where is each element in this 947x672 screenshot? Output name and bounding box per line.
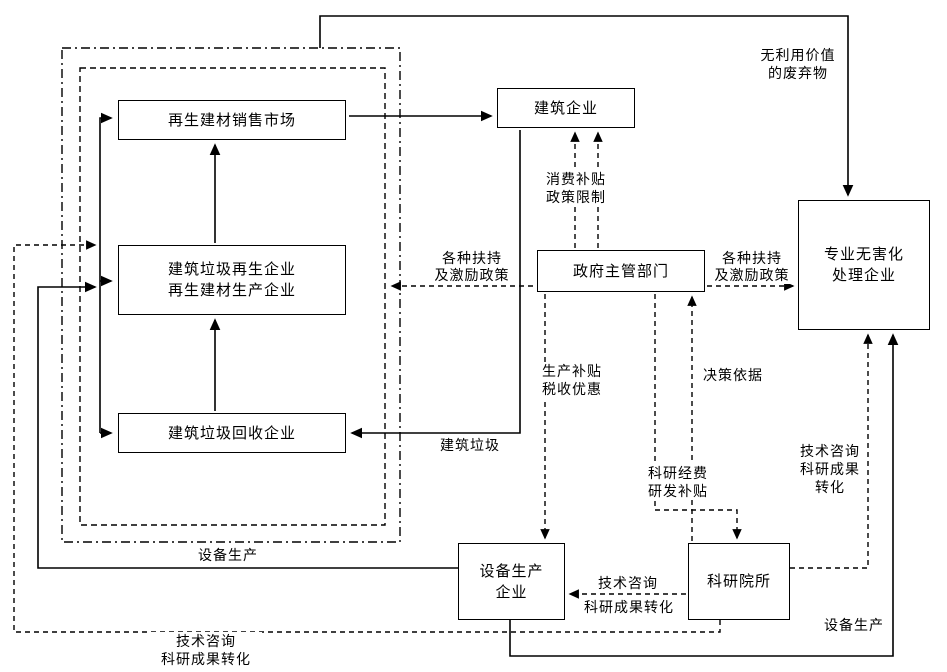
inner-system-boundary: [79, 67, 386, 526]
node-recycler-label-1: 建筑垃圾再生企业: [167, 261, 296, 278]
node-recovery-enterprise: 建筑垃圾回收企业: [118, 413, 346, 453]
label-production-subsidy: 生产补贴 税收优惠: [530, 362, 614, 398]
node-recycler-label-2: 再生建材生产企业: [167, 282, 296, 299]
node-treatment-label-1: 专业无害化: [823, 246, 904, 263]
label-consumption-subsidy: 消费补贴 政策限制: [534, 170, 618, 206]
node-recovery-label: 建筑垃圾回收企业: [167, 424, 296, 442]
node-treatment-label-2: 处理企业: [831, 267, 896, 284]
label-tech-transfer-right: 技术咨询 科研成果 转化: [797, 442, 863, 496]
node-government: 政府主管部门: [537, 250, 705, 292]
label-research-fund: 科研经费 研发补贴: [638, 464, 718, 500]
label-equipment-supply-right: 设备生产: [820, 616, 888, 634]
edge-equipment-supply-right: [509, 333, 899, 657]
node-construction-enterprise: 建筑企业: [497, 88, 635, 128]
node-equipment-enterprise: 设备生产 企业: [458, 543, 565, 620]
node-construction-label: 建筑企业: [533, 99, 598, 117]
node-government-label: 政府主管部门: [572, 262, 669, 280]
node-equipment-label-2: 企业: [495, 583, 528, 601]
label-useless-waste: 无利用价值 的废弃物: [750, 46, 846, 82]
edge-useless-waste: [319, 15, 854, 197]
edge-research-fund: [654, 294, 742, 540]
node-recycler-enterprise: 建筑垃圾再生企业 再生建材生产企业: [118, 245, 346, 315]
label-tech-transfer-mid-2: 科研成果转化: [584, 599, 674, 615]
edge-equipment-supply-left: [37, 281, 458, 569]
edge-construction-waste: [350, 130, 521, 439]
outer-system-boundary: [61, 47, 401, 543]
node-research-label: 科研院所: [706, 573, 771, 590]
node-equipment-label-1: 设备生产: [479, 562, 544, 580]
label-decision-basis: 决策依据: [698, 366, 768, 384]
label-construction-waste: 建筑垃圾: [435, 436, 505, 454]
label-tech-transfer-bottom: 技术咨询 科研成果转化: [150, 632, 262, 668]
node-sales-market-label: 再生建材销售市场: [167, 111, 296, 129]
label-tech-transfer-mid-1: 技术咨询: [598, 575, 658, 591]
label-equipment-supply-left: 设备生产: [194, 546, 262, 564]
node-treatment-enterprise: 专业无害化 处理企业: [798, 200, 930, 330]
node-research-institute: 科研院所: [688, 543, 790, 620]
edge-left-bus: [99, 112, 113, 433]
label-support-right: 各种扶持 及激励政策: [708, 250, 796, 284]
node-sales-market: 再生建材销售市场: [118, 100, 346, 140]
label-support-left: 各种扶持 及激励政策: [425, 250, 519, 284]
